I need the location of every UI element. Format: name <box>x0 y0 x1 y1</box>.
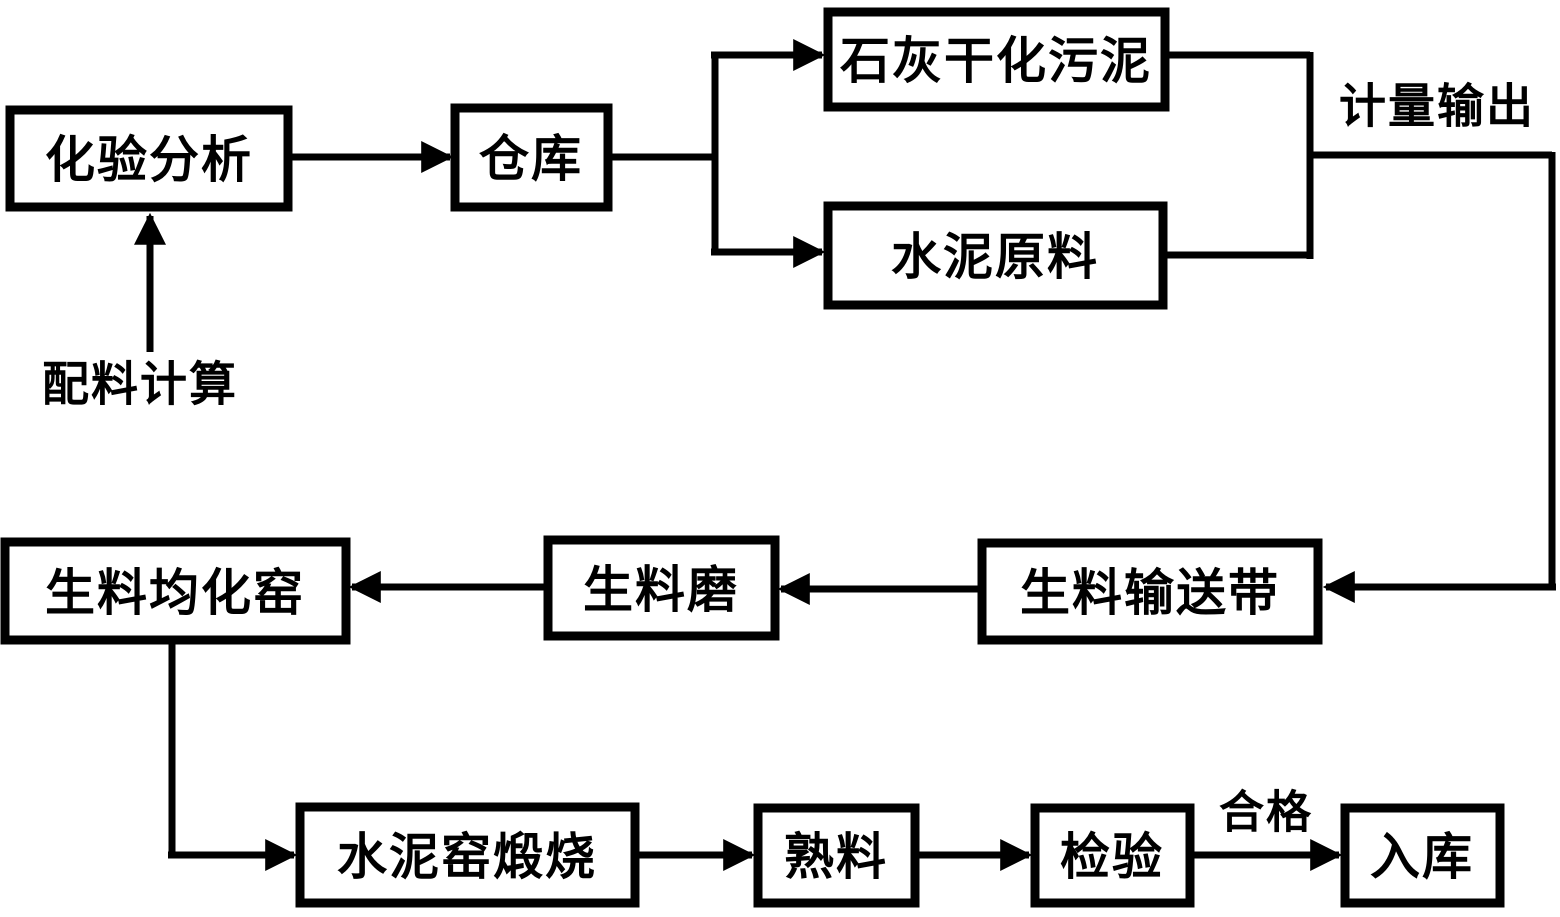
node-inspection-box <box>1030 803 1195 908</box>
node-inspection-label: 检验 <box>1060 828 1164 886</box>
node-lime-dried-sludge-box <box>823 7 1170 112</box>
node-cement-kiln-calcination-label: 水泥窑煅烧 <box>337 828 597 886</box>
node-cement-raw-material: 水泥原料 <box>823 201 1168 310</box>
node-raw-mill-label: 生料磨 <box>583 561 739 619</box>
node-inspection: 检验 <box>1030 803 1195 908</box>
node-warehouse-label: 仓库 <box>479 130 583 188</box>
node-clinker: 熟料 <box>753 803 920 908</box>
node-analysis: 化验分析 <box>5 105 293 212</box>
node-raw-meal-homogenizing-silo: 生料均化窑 <box>0 537 351 645</box>
node-cement-kiln-calcination: 水泥窑煅烧 <box>295 802 640 908</box>
node-clinker-label: 熟料 <box>784 828 888 886</box>
node-raw-meal-homogenizing-silo-label: 生料均化窑 <box>45 564 305 622</box>
annotation-batching-calculation: 配料计算 <box>42 358 238 413</box>
node-lime-dried-sludge-label: 石灰干化污泥 <box>840 32 1152 90</box>
node-warehouse: 仓库 <box>450 103 613 212</box>
annotation-metering-output: 计量输出 <box>1339 80 1535 135</box>
node-raw-meal-conveyor-label: 生料输送带 <box>1020 564 1280 622</box>
node-clinker-box <box>753 803 920 908</box>
node-analysis-box <box>5 105 293 212</box>
node-warehousing-box <box>1340 803 1505 908</box>
node-cement-raw-material-box <box>823 201 1168 310</box>
node-raw-mill-box <box>543 535 780 641</box>
node-analysis-label: 化验分析 <box>45 131 253 189</box>
node-cement-raw-material-label: 水泥原料 <box>891 228 1099 286</box>
node-raw-mill: 生料磨 <box>543 535 780 641</box>
node-raw-meal-conveyor-box <box>977 538 1323 645</box>
node-cement-kiln-calcination-box <box>295 802 640 908</box>
annotation-qualified: 合格 <box>1219 786 1313 839</box>
node-warehouse-box <box>450 103 613 212</box>
node-raw-meal-homogenizing-silo-box <box>0 537 351 645</box>
node-warehousing-label: 入库 <box>1370 828 1474 886</box>
node-warehousing: 入库 <box>1340 803 1505 908</box>
node-lime-dried-sludge: 石灰干化污泥 <box>823 7 1170 112</box>
node-raw-meal-conveyor: 生料输送带 <box>977 538 1323 645</box>
